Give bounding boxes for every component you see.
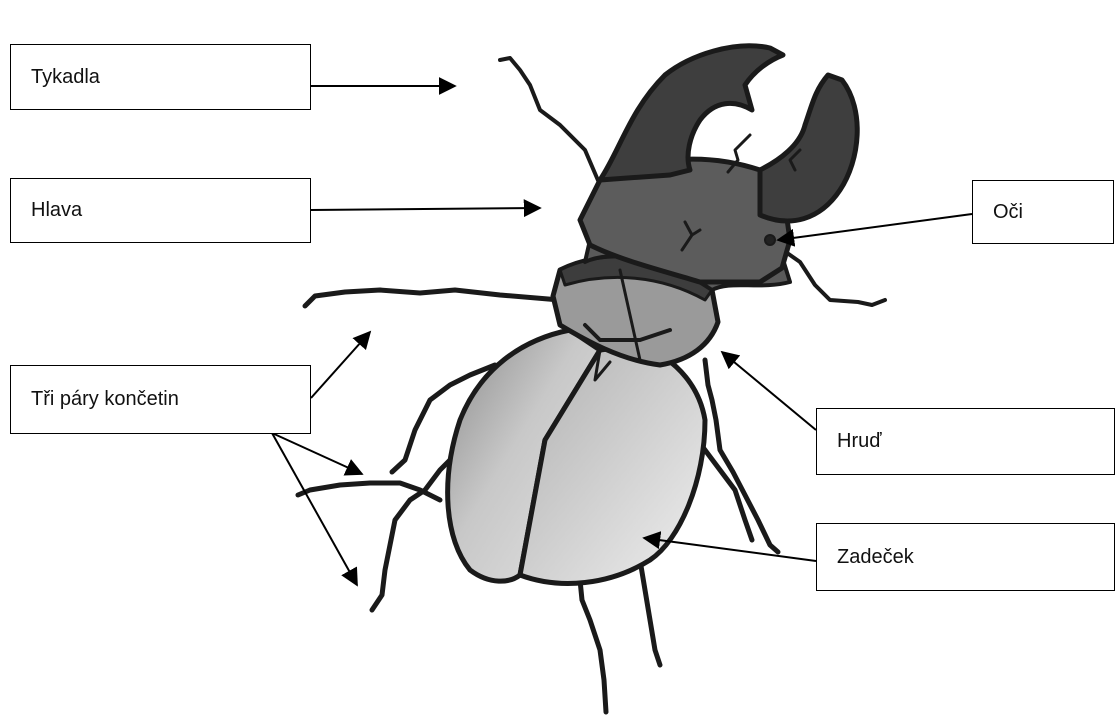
label-thorax: Hruď — [816, 408, 1115, 475]
label-legs-text: Tři páry končetin — [31, 388, 179, 411]
label-antennae-text: Tykadla — [31, 66, 100, 89]
label-head-text: Hlava — [31, 199, 82, 222]
antenna-right — [780, 248, 885, 305]
label-thorax-text: Hruď — [837, 430, 882, 453]
arrow-legs-3 — [272, 433, 357, 585]
arrow-abdomen — [644, 538, 816, 561]
label-eyes: Oči — [972, 180, 1114, 244]
stag-beetle-drawing — [298, 46, 885, 712]
leg-hind-left — [372, 455, 455, 610]
eye — [765, 235, 775, 245]
antenna-left — [500, 58, 600, 185]
arrow-head — [311, 208, 540, 210]
label-antennae: Tykadla — [10, 44, 311, 110]
label-eyes-text: Oči — [993, 201, 1023, 224]
mandible-right — [760, 75, 857, 221]
leg-front-left — [305, 290, 560, 306]
arrow-thorax — [722, 352, 816, 430]
label-head: Hlava — [10, 178, 311, 243]
label-abdomen-text: Zadeček — [837, 546, 914, 569]
label-legs: Tři páry končetin — [10, 365, 311, 434]
label-abdomen: Zadeček — [816, 523, 1115, 591]
leg-hind-center — [580, 580, 606, 712]
arrow-legs-1 — [311, 332, 370, 398]
leg-hind-left-2 — [298, 483, 440, 500]
arrow-legs-2 — [272, 433, 362, 474]
